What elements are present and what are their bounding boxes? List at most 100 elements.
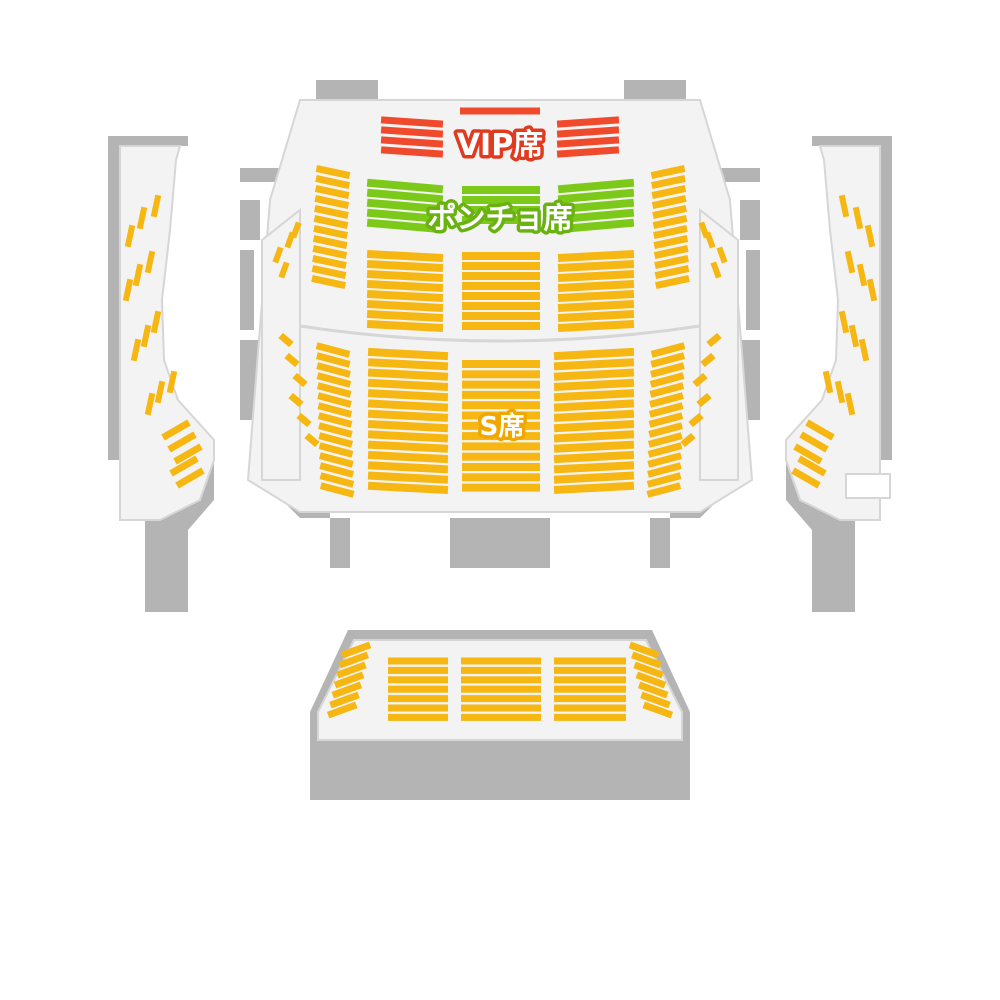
seat-row-s-upper-far-left[interactable] (312, 245, 348, 259)
seat-row-left-box[interactable] (272, 246, 284, 264)
seat-row-lower-center[interactable] (461, 704, 541, 712)
seat-row-lower-left[interactable] (388, 657, 448, 665)
seat-row-lower-right[interactable] (554, 666, 626, 674)
seat-row-poncho-center[interactable] (462, 216, 540, 224)
seat-row-s-upper-center[interactable] (462, 322, 540, 330)
seat-row-poncho-center[interactable] (462, 186, 540, 194)
seat-row-s-upper-right[interactable] (557, 260, 635, 272)
seat-row-lower-center[interactable] (461, 695, 541, 703)
seat-row-s-lower-far-right[interactable] (650, 362, 685, 378)
seat-row-s-lower-far-left[interactable] (318, 432, 354, 448)
seat-row-s-lower-left[interactable] (367, 440, 449, 453)
seat-row-s-lower-far-right[interactable] (647, 432, 683, 448)
seat-row-left-balcony[interactable] (132, 263, 144, 287)
seat-row-s-upper-far-left[interactable] (314, 205, 349, 219)
seat-row-s-lower-right[interactable] (553, 347, 635, 361)
seat-row-s-lower-far-left[interactable] (319, 482, 355, 498)
seat-row-s-upper-far-left[interactable] (315, 165, 351, 179)
seat-row-left-box-lower[interactable] (288, 392, 304, 408)
seat-row-s-upper-left[interactable] (366, 260, 444, 272)
seat-row-poncho-right[interactable] (557, 218, 635, 234)
seat-row-poncho-left[interactable] (366, 188, 444, 204)
seat-row-s-lower-right[interactable] (553, 368, 635, 381)
seat-row-s-lower-far-left[interactable] (318, 442, 354, 458)
seat-row-left-box[interactable] (278, 261, 290, 279)
seat-row-s-lower-left[interactable] (367, 389, 449, 402)
seat-row-s-upper-left[interactable] (366, 320, 444, 332)
seat-row-s-lower-far-right[interactable] (648, 402, 684, 418)
seat-row-vip-right[interactable] (556, 136, 620, 148)
seat-row-s-upper-right[interactable] (557, 310, 635, 322)
seat-row-left-balcony[interactable] (122, 278, 134, 302)
seat-row-s-upper-right[interactable] (557, 320, 635, 332)
seat-row-lower-right[interactable] (554, 676, 626, 684)
seat-row-lower-right[interactable] (554, 704, 626, 712)
seat-row-s-upper-far-left[interactable] (311, 275, 346, 289)
seat-row-s-upper-center[interactable] (462, 292, 540, 300)
seat-row-s-upper-far-right[interactable] (652, 205, 687, 219)
seat-row-s-lower-right[interactable] (553, 450, 635, 464)
seat-row-s-lower-far-right[interactable] (649, 382, 685, 398)
seat-row-s-lower-far-right[interactable] (650, 352, 686, 368)
seat-row-right-balcony[interactable] (834, 380, 846, 404)
seat-row-s-lower-right[interactable] (553, 409, 635, 422)
seat-row-s-lower-far-right[interactable] (646, 482, 682, 498)
seat-row-right-box-lower[interactable] (688, 412, 704, 428)
seat-row-s-lower-center[interactable] (462, 463, 540, 471)
seat-row-s-lower-right[interactable] (553, 420, 635, 433)
seat-row-s-lower-right[interactable] (553, 481, 635, 494)
seat-row-s-lower-far-right[interactable] (647, 462, 682, 478)
seat-row-s-lower-left[interactable] (367, 481, 449, 494)
seat-row-lower-far-right[interactable] (640, 691, 671, 709)
seat-row-left-balcony[interactable] (166, 370, 178, 394)
seat-row-right-box[interactable] (710, 261, 722, 279)
seat-row-left-balcony-low[interactable] (175, 467, 205, 489)
seat-row-lower-left[interactable] (388, 695, 448, 703)
seat-row-right-balcony-low[interactable] (793, 443, 823, 465)
seat-row-s-lower-center[interactable] (462, 483, 540, 492)
seat-row-lower-center[interactable] (461, 657, 541, 665)
seat-row-left-balcony[interactable] (140, 324, 152, 348)
seat-row-lower-right[interactable] (554, 713, 626, 721)
seat-row-s-lower-left[interactable] (367, 420, 449, 433)
seat-row-right-balcony[interactable] (856, 263, 868, 287)
seat-row-vip-center[interactable] (460, 107, 540, 115)
seat-row-vip-left[interactable] (380, 136, 444, 148)
seat-row-poncho-center[interactable] (462, 206, 540, 214)
seat-row-left-balcony[interactable] (144, 392, 156, 416)
seat-row-s-lower-far-left[interactable] (319, 472, 355, 488)
seat-row-s-upper-far-right[interactable] (653, 235, 689, 249)
seat-row-right-balcony-low[interactable] (797, 455, 827, 477)
seat-row-s-lower-far-left[interactable] (316, 372, 352, 388)
seat-row-s-upper-right[interactable] (557, 300, 635, 312)
seat-row-lower-far-right[interactable] (642, 701, 674, 719)
seat-row-left-balcony[interactable] (144, 250, 156, 274)
seat-row-left-box-lower[interactable] (292, 372, 308, 388)
seat-row-s-upper-left[interactable] (366, 280, 444, 292)
seat-row-s-upper-far-right[interactable] (652, 215, 688, 229)
seat-row-poncho-center[interactable] (462, 196, 540, 204)
seat-row-right-balcony[interactable] (838, 310, 850, 334)
seat-row-s-upper-center[interactable] (462, 282, 540, 290)
seat-row-s-lower-center[interactable] (462, 401, 540, 410)
seat-row-left-balcony[interactable] (150, 310, 162, 334)
seat-row-left-balcony[interactable] (154, 380, 166, 404)
seat-row-s-upper-far-right[interactable] (654, 255, 689, 269)
seat-row-s-lower-far-left[interactable] (317, 412, 353, 428)
seat-row-s-lower-left[interactable] (367, 378, 449, 391)
seat-row-lower-right[interactable] (554, 685, 626, 693)
seat-row-s-upper-right[interactable] (557, 290, 635, 302)
seat-row-poncho-right[interactable] (557, 178, 635, 194)
seat-row-right-balcony[interactable] (864, 224, 876, 248)
seat-row-s-lower-center[interactable] (462, 432, 540, 441)
seat-row-s-lower-far-right[interactable] (649, 392, 684, 408)
seat-row-lower-far-left[interactable] (338, 651, 369, 669)
seat-row-right-box-lower[interactable] (700, 352, 716, 368)
seat-row-right-box[interactable] (716, 246, 728, 264)
seat-row-s-lower-center[interactable] (462, 390, 540, 399)
seat-row-right-balcony-low[interactable] (799, 431, 829, 453)
seat-row-left-balcony[interactable] (124, 224, 136, 248)
seat-row-s-upper-far-right[interactable] (651, 185, 687, 199)
seat-row-lower-far-right[interactable] (631, 651, 662, 669)
seat-row-s-lower-left[interactable] (367, 430, 449, 443)
